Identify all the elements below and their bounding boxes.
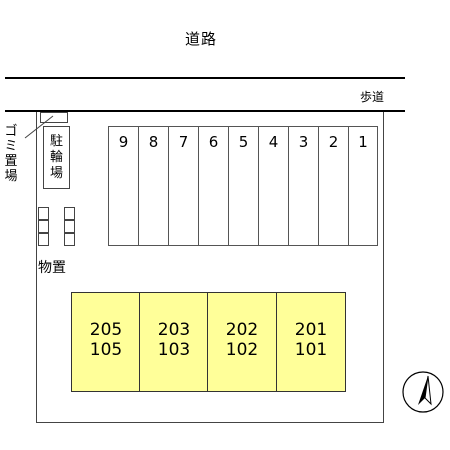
sidewalk-edge-line (5, 110, 405, 112)
parking-stall: 1 (348, 126, 378, 246)
parking-stall: 4 (258, 126, 288, 246)
storage-shed-left (38, 207, 49, 247)
sidewalk-label: 歩道 (360, 90, 385, 104)
bicycle-parking-label: 駐 輪 場 (49, 134, 63, 181)
parking-stall: 5 (228, 126, 258, 246)
building-unit: 201 101 (276, 292, 346, 392)
storage-label: 物置 (38, 260, 66, 276)
north-arrow-icon (402, 371, 444, 413)
road-edge-line (5, 77, 405, 79)
lot-boundary-left (36, 112, 37, 423)
parking-stall: 3 (288, 126, 318, 246)
building-unit: 202 102 (207, 292, 277, 392)
stall-number: 2 (328, 133, 339, 151)
bicycle-parking-box (43, 126, 70, 189)
stall-number: 1 (358, 133, 368, 151)
unit-number-upper: 205 (89, 320, 123, 340)
building-unit: 205 105 (71, 292, 141, 392)
stall-number: 6 (208, 133, 219, 151)
unit-number-upper: 202 (225, 320, 259, 340)
garbage-area-label: ゴ ミ 置 場 (4, 124, 18, 184)
stall-number: 4 (268, 133, 279, 151)
stall-number: 3 (298, 133, 309, 151)
road-label: 道路 (185, 30, 218, 48)
stall-number: 9 (118, 133, 129, 151)
garbage-area-leader-line (24, 115, 54, 139)
lot-boundary-right (383, 112, 384, 423)
stall-number: 7 (178, 133, 189, 151)
unit-number-lower: 105 (89, 340, 123, 360)
garbage-area-box (40, 112, 68, 123)
lot-boundary-bottom (36, 422, 384, 423)
parking-stall: 2 (318, 126, 348, 246)
parking-stall: 9 (108, 126, 138, 246)
stall-number: 8 (148, 133, 159, 151)
building-unit: 203 103 (139, 292, 209, 392)
parking-stall: 7 (168, 126, 198, 246)
stall-number: 5 (238, 133, 249, 151)
parking-stall: 8 (138, 126, 168, 246)
unit-number-upper: 201 (294, 320, 328, 340)
unit-number-lower: 102 (225, 340, 259, 360)
unit-number-lower: 103 (157, 340, 191, 360)
unit-number-lower: 101 (294, 340, 328, 360)
storage-shed-right (64, 207, 75, 247)
parking-stall: 6 (198, 126, 228, 246)
unit-number-upper: 203 (157, 320, 191, 340)
